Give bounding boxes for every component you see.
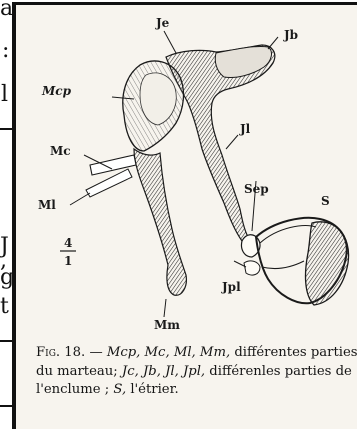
- incus-shape: [166, 45, 275, 241]
- label-jpl: Jpl: [221, 280, 241, 294]
- caption-stapes-text: l'étrier.: [126, 382, 179, 397]
- malleus-shape: [86, 61, 186, 295]
- label-jb: Jb: [283, 28, 298, 42]
- label-s: S: [321, 194, 330, 208]
- label-mc: Mc: [50, 144, 71, 158]
- stub-char-2: :: [2, 40, 9, 62]
- label-ml: Ml: [38, 198, 56, 212]
- stapes-shape: [256, 218, 349, 305]
- label-mcp: Mcp: [41, 84, 72, 98]
- caption-malleus-terms: Mcp, Mc, Ml, Mm,: [107, 345, 230, 360]
- stub-char-7: t: [0, 296, 9, 318]
- scale-denominator: 1: [64, 254, 72, 268]
- label-je: Je: [155, 16, 170, 30]
- stub-char-3: l: [1, 84, 8, 106]
- label-jl: Jl: [239, 122, 251, 136]
- ossicles-illustration: Je Jb Mcp Mc Jl Ml Sep S 4 1 Jpl Mm: [16, 5, 357, 341]
- caption-dash: —: [85, 345, 107, 360]
- caption-stapes-term: S,: [113, 382, 126, 397]
- figure-caption: Fig. 18. — Mcp, Mc, Ml, Mm, différentes …: [36, 344, 357, 400]
- caption-figure-number: Fig. 18.: [36, 345, 85, 360]
- figure-panel: Je Jb Mcp Mc Jl Ml Sep S 4 1 Jpl Mm Fig.…: [12, 2, 357, 429]
- label-sep: Sep: [244, 182, 269, 196]
- label-mm: Mm: [154, 318, 180, 332]
- caption-incus-terms: Jc, Jb, Jl, Jpl,: [122, 364, 205, 379]
- scale-numerator: 4: [64, 236, 72, 250]
